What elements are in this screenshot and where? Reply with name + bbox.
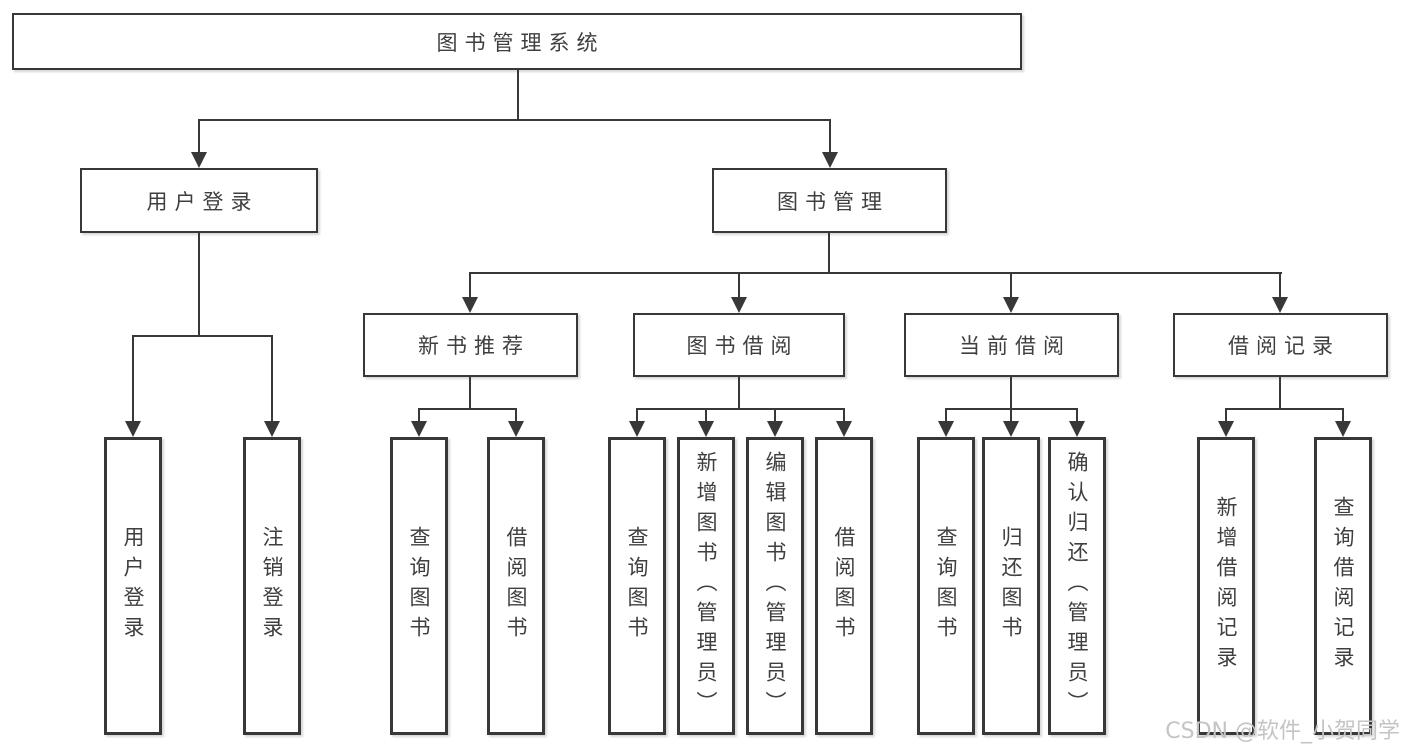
node-query-borrow-record: 查询借阅记录	[1314, 437, 1372, 735]
watermark: CSDN @软件_小贺同学	[1165, 719, 1400, 744]
arrow-down-icon	[264, 335, 280, 437]
connector-line	[469, 377, 471, 408]
connector-line	[132, 335, 273, 337]
node-query-books: 查询图书	[917, 437, 975, 735]
node-current-borrowing: 当前借阅	[904, 313, 1119, 377]
node-book-borrowing: 图书借阅	[633, 313, 845, 377]
node-borrowing-records: 借阅记录	[1173, 313, 1388, 377]
node-edit-book-admin: 编辑图书（管理员）	[746, 437, 804, 735]
arrow-down-icon	[698, 408, 714, 437]
arrow-down-icon	[731, 272, 747, 313]
arrow-down-icon	[938, 408, 954, 437]
arrow-down-icon	[836, 408, 852, 437]
arrow-down-icon	[411, 408, 427, 437]
arrow-down-icon	[1335, 408, 1351, 437]
node-add-borrow-record: 新增借阅记录	[1197, 437, 1255, 735]
arrow-down-icon	[1218, 408, 1234, 437]
arrow-down-icon	[767, 408, 783, 437]
arrow-down-icon	[1069, 408, 1085, 437]
node-book-management: 图书管理	[712, 168, 947, 233]
arrow-down-icon	[508, 408, 524, 437]
connector-line	[1279, 377, 1281, 408]
connector-line	[198, 119, 831, 121]
connector-line	[1010, 377, 1012, 408]
node-user-login: 用户登录	[80, 168, 318, 233]
connector-line	[636, 408, 845, 410]
node-confirm-return-admin: 确认归还（管理员）	[1048, 437, 1106, 735]
connector-line	[198, 233, 200, 335]
connector-line	[517, 70, 519, 119]
arrow-down-icon	[1272, 272, 1288, 313]
node-borrow-books: 借阅图书	[487, 437, 545, 735]
connector-line	[469, 272, 1282, 274]
arrow-down-icon	[1003, 408, 1019, 437]
node-new-book-recommendation: 新书推荐	[363, 313, 578, 377]
connector-line	[1225, 408, 1344, 410]
node-query-books: 查询图书	[608, 437, 666, 735]
node-library-management-system: 图书管理系统	[12, 13, 1022, 70]
node-add-book-admin: 新增图书（管理员）	[677, 437, 735, 735]
connector-line	[418, 408, 517, 410]
connector-line	[738, 377, 740, 408]
arrow-down-icon	[191, 119, 207, 168]
node-return-books: 归还图书	[982, 437, 1040, 735]
node-borrow-books: 借阅图书	[815, 437, 873, 735]
arrow-down-icon	[1003, 272, 1019, 313]
node-query-books: 查询图书	[390, 437, 448, 735]
arrow-down-icon	[629, 408, 645, 437]
node-user-login-leaf: 用户登录	[104, 437, 162, 735]
arrow-down-icon	[125, 335, 141, 437]
node-logout: 注销登录	[243, 437, 301, 735]
connector-line	[828, 233, 830, 272]
arrow-down-icon	[822, 119, 838, 168]
arrow-down-icon	[462, 272, 478, 313]
